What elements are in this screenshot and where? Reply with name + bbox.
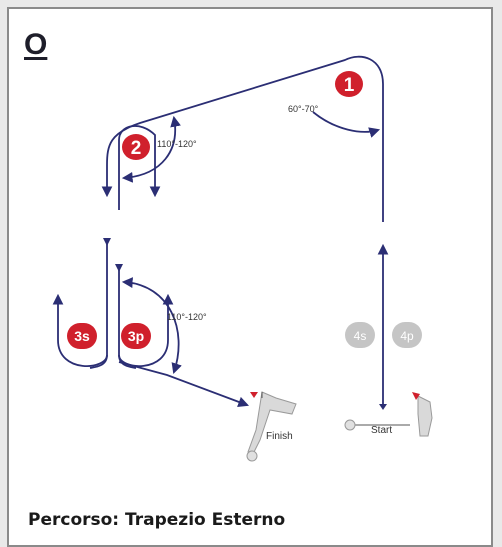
marker-3s-badge: 3s (67, 323, 97, 349)
finish-label: Finish (266, 431, 293, 442)
angle-label-lower: 110°-120° (167, 312, 207, 322)
svg-text:1: 1 (344, 75, 355, 96)
finish-flag-icon (250, 392, 258, 398)
hook-3s-path (52, 293, 108, 367)
finish-diagonal-path (118, 361, 250, 408)
start-horse-icon (344, 392, 433, 437)
svg-text:2: 2 (131, 138, 142, 159)
entry-triangle-left (103, 238, 111, 246)
finish-horse-icon (246, 391, 297, 462)
course-caption: Percorso: Trapezio Esterno (28, 510, 286, 530)
angle-arc-lower (121, 277, 182, 375)
marker-4s-badge: 4s (345, 322, 375, 348)
start-label: Start (371, 425, 392, 436)
top-run-path (101, 55, 384, 222)
angle-arc-upper (121, 115, 181, 183)
svg-text:3p: 3p (128, 328, 144, 344)
svg-text:4p: 4p (400, 329, 414, 343)
entry-triangle-right (115, 264, 123, 272)
stem-left-path (89, 244, 108, 369)
marker-3p-badge: 3p (121, 323, 151, 349)
course-diagram: 60°-70° 110°-120° 110°-120° 1 2 3s 3p 4s… (52, 55, 433, 462)
svg-text:4s: 4s (354, 329, 367, 343)
marker-1-badge: 1 (335, 71, 363, 97)
start-flag-icon (412, 392, 420, 400)
angle-arc-60-70 (312, 111, 381, 138)
stem-right-path (118, 270, 137, 369)
marker-2-badge: 2 (122, 134, 150, 160)
pattern-letter: O (24, 28, 48, 61)
svg-text:3s: 3s (74, 328, 90, 344)
angle-label-upper: 110°-120° (157, 139, 197, 149)
angle-label-60-70: 60°-70° (288, 104, 319, 114)
marker-4p-badge: 4p (392, 322, 422, 348)
entry-triangle-start (379, 404, 387, 410)
